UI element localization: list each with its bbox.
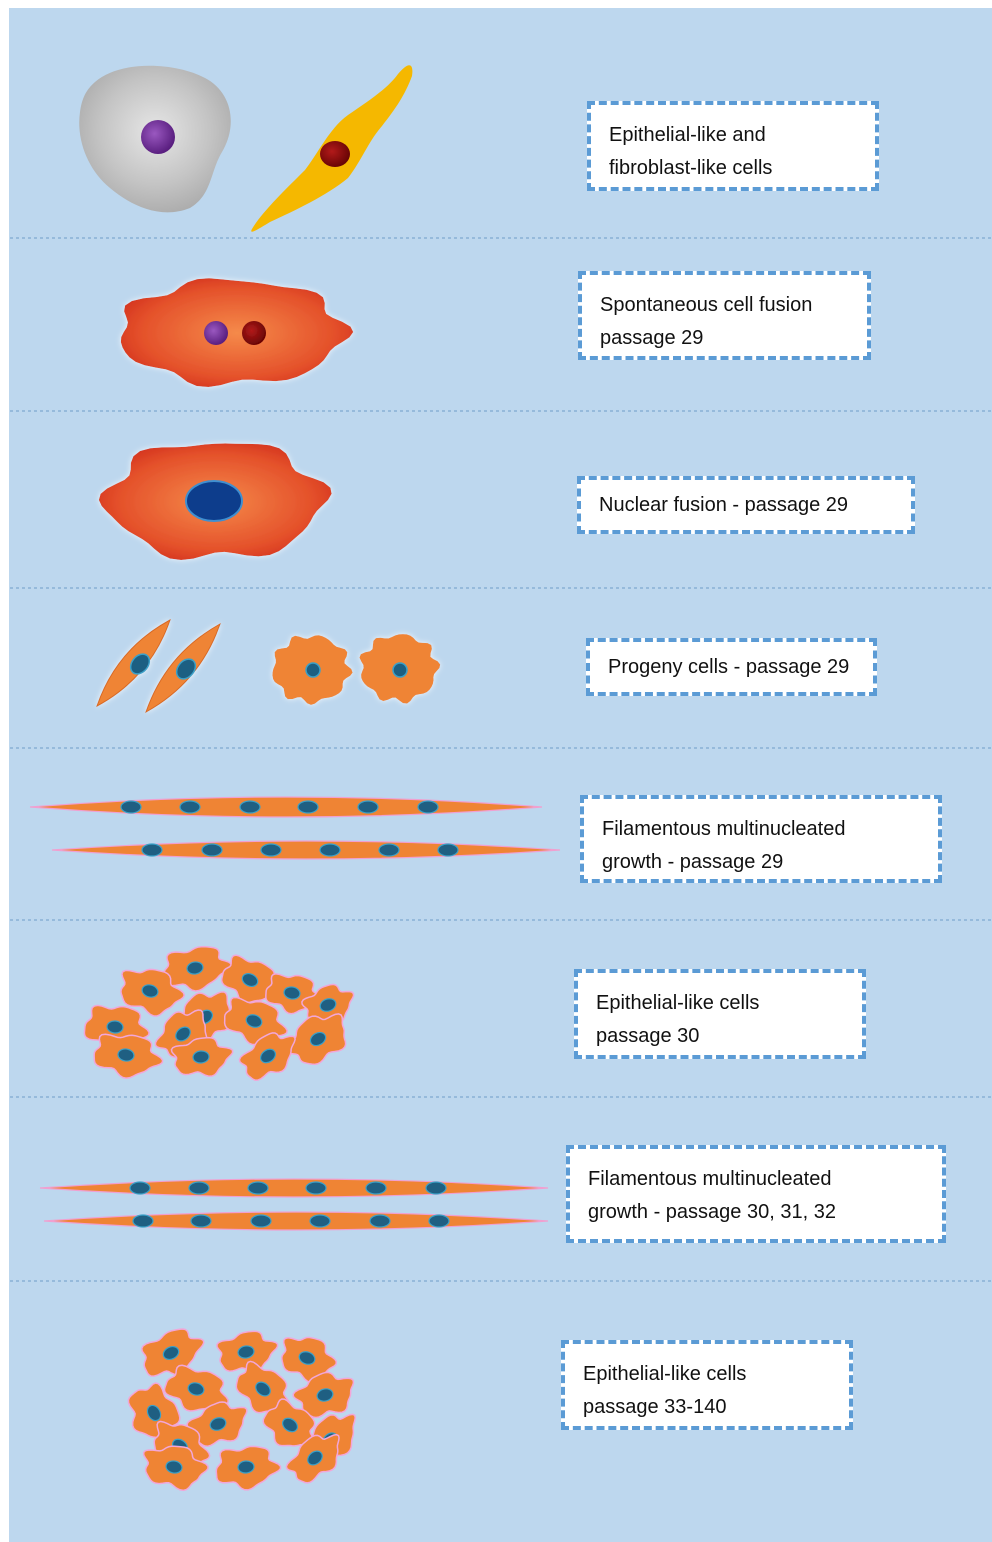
cell-nucleus xyxy=(370,1215,390,1227)
stage-label-line: Spontaneous cell fusion xyxy=(600,289,849,322)
cell-nucleus xyxy=(366,1182,386,1194)
cell-nucleus xyxy=(418,801,438,813)
cell-nucleus xyxy=(251,1215,271,1227)
cell-nucleus xyxy=(141,120,175,154)
filamentous-cell xyxy=(52,841,560,859)
cell-nucleus xyxy=(121,801,141,813)
stage-label-box: Progeny cells - passage 29 xyxy=(586,638,877,696)
stage-label-line: passage 33-140 xyxy=(583,1391,831,1424)
stage-2-illustration xyxy=(121,278,353,387)
cell-nucleus xyxy=(310,1215,330,1227)
stage-4-illustration xyxy=(97,620,440,712)
cell-nucleus xyxy=(180,801,200,813)
cell-nucleus xyxy=(298,801,318,813)
stage-1-illustration xyxy=(79,65,412,231)
cell-nucleus xyxy=(358,801,378,813)
stage-label-line: growth - passage 30, 31, 32 xyxy=(588,1196,924,1229)
stage-label-line: Nuclear fusion - passage 29 xyxy=(599,489,893,522)
cell-nucleus xyxy=(248,1182,268,1194)
cell-nucleus xyxy=(242,321,266,345)
filamentous-cell xyxy=(40,1179,548,1197)
filamentous-cell xyxy=(30,797,542,817)
illustration-layer xyxy=(30,65,560,1494)
cell-nucleus xyxy=(189,1182,209,1194)
stage-label-line: Progeny cells - passage 29 xyxy=(608,651,855,684)
cell-nucleus xyxy=(142,844,162,856)
cell-nucleus xyxy=(393,663,407,677)
row-separators xyxy=(10,238,992,1281)
stage-label-line: Epithelial-like cells xyxy=(583,1358,831,1391)
cell-nucleus xyxy=(306,663,320,677)
filamentous-cell xyxy=(44,1212,548,1230)
cell-nucleus xyxy=(240,801,260,813)
stage-5-illustration xyxy=(30,797,560,859)
cell-nucleus xyxy=(133,1215,153,1227)
stage-label-line: passage 30 xyxy=(596,1020,844,1053)
cell-nucleus xyxy=(306,1182,326,1194)
cell-nucleus xyxy=(429,1215,449,1227)
cell-nucleus xyxy=(204,321,228,345)
fused-cell xyxy=(121,278,353,387)
stage-3-illustration xyxy=(99,444,332,561)
stage-label-line: Epithelial-like cells xyxy=(596,987,844,1020)
stage-label-line: Filamentous multinucleated xyxy=(588,1163,924,1196)
cell-nucleus xyxy=(426,1182,446,1194)
stage-label-line: passage 29 xyxy=(600,322,849,355)
cell-nucleus xyxy=(320,141,350,167)
cell-nucleus xyxy=(379,844,399,856)
stage-8-illustration xyxy=(118,1320,370,1494)
stage-label-line: fibroblast-like cells xyxy=(609,152,857,185)
stage-label-line: Filamentous multinucleated xyxy=(602,813,920,846)
cell-nucleus xyxy=(438,844,458,856)
cell-nucleus xyxy=(202,844,222,856)
stage-7-illustration xyxy=(40,1179,548,1230)
stage-label-line: growth - passage 29 xyxy=(602,846,920,879)
cell-nucleus xyxy=(130,1182,150,1194)
stage-6-illustration xyxy=(83,942,361,1089)
cell-nucleus xyxy=(261,844,281,856)
cell-nucleus xyxy=(191,1215,211,1227)
stage-label-box: Nuclear fusion - passage 29 xyxy=(577,476,915,534)
stage-label-line: Epithelial-like and xyxy=(609,119,857,152)
cell-nucleus xyxy=(320,844,340,856)
cell-nucleus xyxy=(186,481,242,521)
